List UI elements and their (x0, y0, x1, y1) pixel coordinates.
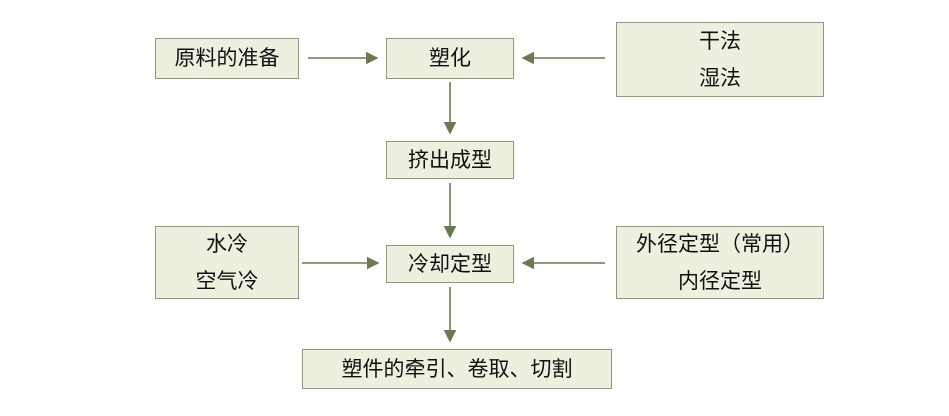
node-cooling-methods: 水冷 空气冷 (155, 226, 299, 299)
node-label: 外径定型（常用） (636, 231, 804, 256)
node-methods: 干法 湿法 (616, 22, 824, 97)
node-final: 塑件的牵引、卷取、切割 (302, 349, 612, 389)
node-label: 挤出成型 (408, 147, 492, 172)
node-label: 干法 (699, 28, 741, 53)
node-plasticizing: 塑化 (386, 38, 514, 79)
node-label: 内径定型 (678, 268, 762, 293)
node-label: 空气冷 (195, 268, 259, 293)
node-label: 塑化 (429, 46, 471, 71)
node-raw-material: 原料的准备 (155, 38, 299, 79)
node-sizing-methods: 外径定型（常用） 内径定型 (616, 226, 824, 299)
node-cooling-setting: 冷却定型 (386, 245, 514, 283)
node-label: 原料的准备 (174, 46, 280, 71)
node-extrusion: 挤出成型 (386, 141, 514, 179)
node-label: 塑件的牵引、卷取、切割 (341, 356, 573, 381)
node-label: 湿法 (699, 65, 741, 90)
node-label: 水冷 (206, 231, 248, 256)
node-label: 冷却定型 (408, 251, 492, 276)
